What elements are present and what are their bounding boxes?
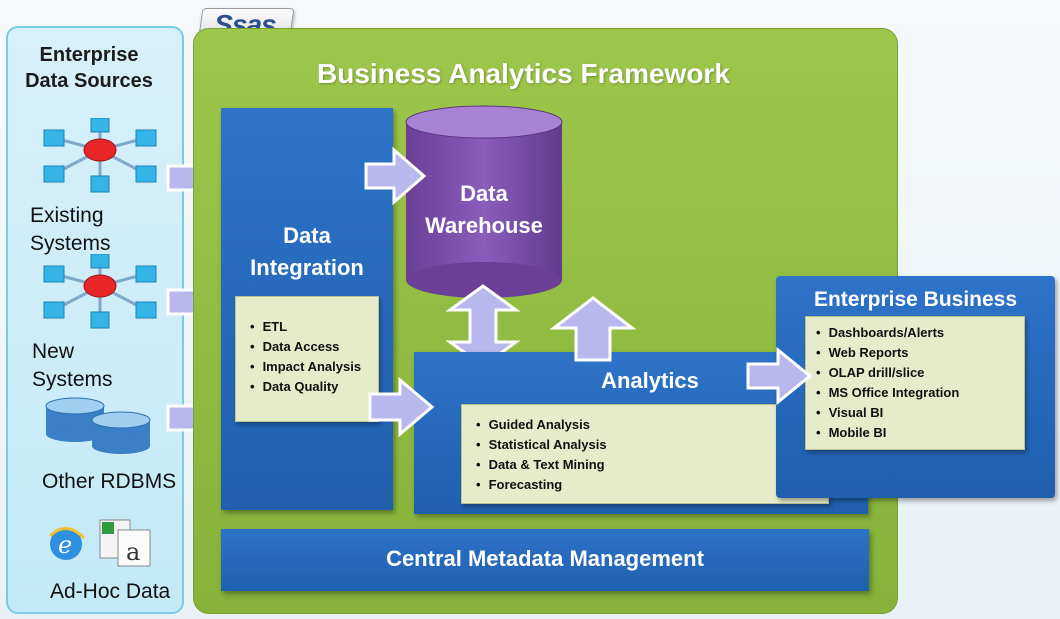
integration-list: ETL Data Access Impact Analysis Data Qua… (235, 296, 379, 422)
arrow-to-analytics-icon (368, 376, 435, 438)
adhoc-files-icon: e a (48, 519, 151, 567)
integration-title-line2: Integration (250, 255, 364, 280)
central-metadata-title: Central Metadata Management (386, 546, 704, 571)
existing-label-line2: Systems (30, 232, 111, 255)
list-item: Mobile BI (816, 423, 1024, 443)
analytics-list: Guided Analysis Statistical Analysis Dat… (461, 404, 829, 504)
central-metadata-box (221, 529, 869, 591)
list-item: ETL (250, 317, 378, 337)
sources-title-line2: Data Sources (25, 70, 153, 92)
arrow-to-warehouse-icon (364, 146, 427, 206)
list-item: Data & Text Mining (476, 455, 828, 475)
list-item: Data Access (250, 337, 378, 357)
list-item: Visual BI (816, 403, 1024, 423)
warehouse-title-line1: Data (460, 181, 508, 206)
new-systems-label: New Systems (32, 338, 113, 394)
list-item: OLAP drill/slice (816, 363, 1024, 383)
list-item: Dashboards/Alerts (816, 323, 1024, 343)
list-item: Statistical Analysis (476, 435, 828, 455)
svg-text:a: a (126, 538, 140, 566)
sources-title: Enterprise Data Sources (0, 42, 178, 94)
arrow-up-icon (549, 296, 637, 362)
list-item: Guided Analysis (476, 415, 828, 435)
adhoc-data-label: Ad-Hoc Data (50, 580, 171, 603)
list-item: MS Office Integration (816, 383, 1024, 403)
new-label-line1: New (32, 340, 75, 363)
other-rdbms-label: Other RDBMS (42, 470, 177, 493)
network-systems-icon-2 (43, 254, 157, 329)
data-warehouse-title: Data Warehouse (404, 178, 564, 242)
database-icon (45, 397, 151, 454)
framework-title: Business Analytics Framework (317, 58, 730, 89)
enterprise-list: Dashboards/Alerts Web Reports OLAP drill… (805, 316, 1025, 450)
list-item: Forecasting (476, 475, 828, 495)
new-label-line2: Systems (32, 368, 113, 391)
sources-title-line1: Enterprise (39, 44, 139, 66)
arrow-to-enterprise-icon (746, 346, 813, 406)
analytics-title: Analytics (601, 368, 699, 393)
existing-systems-label: Existing Systems (30, 202, 111, 258)
list-item: Data Quality (250, 377, 378, 397)
data-integration-title: Data Integration (221, 220, 393, 284)
list-item: Impact Analysis (250, 357, 378, 377)
warehouse-title-line2: Warehouse (425, 213, 543, 238)
integration-title-line1: Data (283, 223, 331, 248)
network-systems-icon (43, 118, 157, 193)
svg-text:e: e (58, 531, 72, 559)
enterprise-business-title: Enterprise Business (813, 288, 1018, 311)
data-warehouse-cylinder (405, 105, 563, 298)
list-item: Web Reports (816, 343, 1024, 363)
existing-label-line1: Existing (30, 204, 104, 227)
